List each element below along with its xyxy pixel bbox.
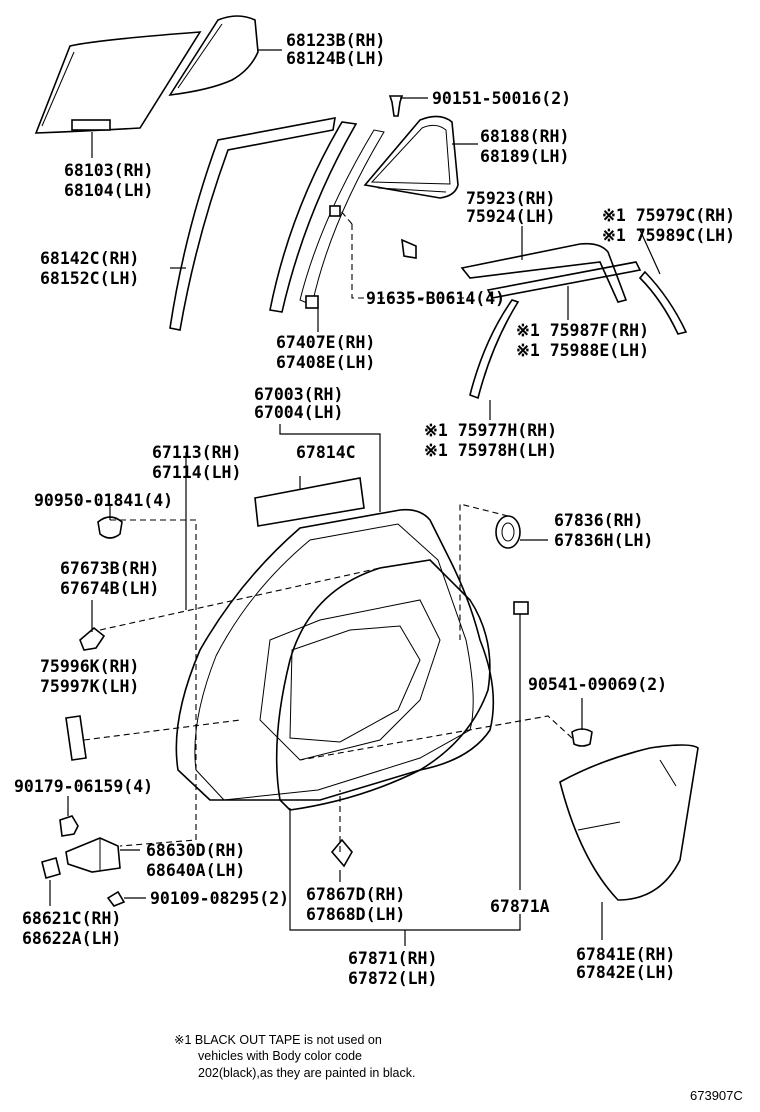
label-67841: 67841E(RH)67842E(LH) — [576, 945, 675, 982]
label-67407: 67407E(RH)67408E(LH) — [276, 333, 375, 372]
quarter-window-frame — [363, 115, 459, 199]
note-line-1: ※1 BLACK OUT TAPE is not used on — [174, 1033, 382, 1047]
clip-67867 — [330, 838, 353, 868]
diagram-code: 673907C — [690, 1088, 743, 1103]
label-68103: 68103(RH)68104(LH) — [64, 161, 153, 200]
footnote: ※1 BLACK OUT TAPE is not used on vehicle… — [174, 1033, 416, 1080]
label-67871a: 67871A — [490, 897, 550, 916]
label-68630: 68630D(RH)68640A(LH) — [146, 841, 245, 880]
grommet — [495, 515, 521, 549]
division-bar — [269, 121, 358, 313]
label-90950: 90950-01841(4) — [34, 491, 173, 510]
door-hinge — [65, 837, 121, 873]
door-glass — [34, 31, 202, 134]
label-67836: 67836(RH)67836H(LH) — [554, 511, 653, 550]
label-75923: 75923(RH)75924(LH) — [466, 189, 555, 226]
plug-90541 — [571, 728, 593, 747]
door-panel — [175, 508, 495, 801]
label-67867: 67867D(RH)67868D(LH) — [306, 885, 405, 924]
label-75979: ※1 75979C(RH)※1 75989C(LH) — [602, 206, 735, 245]
glass-channel — [71, 119, 111, 131]
note-line-2: vehicles with Body color code — [198, 1049, 362, 1063]
clip-91635 — [401, 238, 417, 259]
note-line-3: 202(black),as they are painted in black. — [198, 1066, 416, 1080]
tape-75996 — [65, 715, 87, 761]
plug-90950 — [97, 516, 123, 539]
label-68142: 68142C(RH)68152C(LH) — [40, 249, 139, 288]
tape-75977 — [469, 299, 520, 400]
sealer-pad — [254, 477, 365, 527]
label-68123: 68123B(RH)68124B(LH) — [286, 31, 385, 68]
label-68621: 68621C(RH)68622A(LH) — [22, 909, 121, 948]
door-check — [41, 857, 61, 879]
label-90541: 90541-09069(2) — [528, 675, 667, 694]
label-68188: 68188(RH)68189(LH) — [480, 127, 569, 166]
label-90109: 90109-08295(2) — [150, 889, 289, 908]
part-labels: 68123B(RH)68124B(LH) 68103(RH)68104(LH) … — [14, 31, 735, 988]
label-90179: 90179-06159(4) — [14, 777, 153, 796]
label-67113: 67113(RH)67114(LH) — [152, 443, 241, 482]
bolt-90109 — [106, 890, 126, 907]
label-67814: 67814C — [296, 443, 356, 462]
belt-moulding — [460, 242, 628, 303]
part-shapes — [34, 15, 699, 907]
glass-run-channel — [169, 117, 336, 331]
nut-90179 — [59, 815, 79, 837]
door-trim — [559, 744, 699, 901]
leader-lines — [49, 49, 661, 946]
label-75996: 75996K(RH)75997K(LH) — [40, 657, 139, 696]
clip-67871a — [513, 601, 529, 615]
screw-90151 — [388, 95, 404, 117]
label-67673: 67673B(RH)67674B(LH) — [60, 559, 159, 598]
label-91635: 91635-B0614(4) — [366, 289, 505, 308]
tape-75987 — [486, 261, 642, 299]
label-75977: ※1 75977H(RH)※1 75978H(LH) — [424, 421, 557, 460]
label-67871: 67871(RH)67872(LH) — [348, 949, 437, 988]
door-weatherstrip — [275, 559, 491, 811]
label-75987: ※1 75987F(RH)※1 75988E(LH) — [516, 321, 649, 360]
tape-75979 — [638, 270, 688, 335]
label-90151: 90151-50016(2) — [432, 89, 571, 108]
label-67003: 67003(RH)67004(LH) — [254, 385, 343, 422]
quarter-glass — [168, 15, 259, 97]
